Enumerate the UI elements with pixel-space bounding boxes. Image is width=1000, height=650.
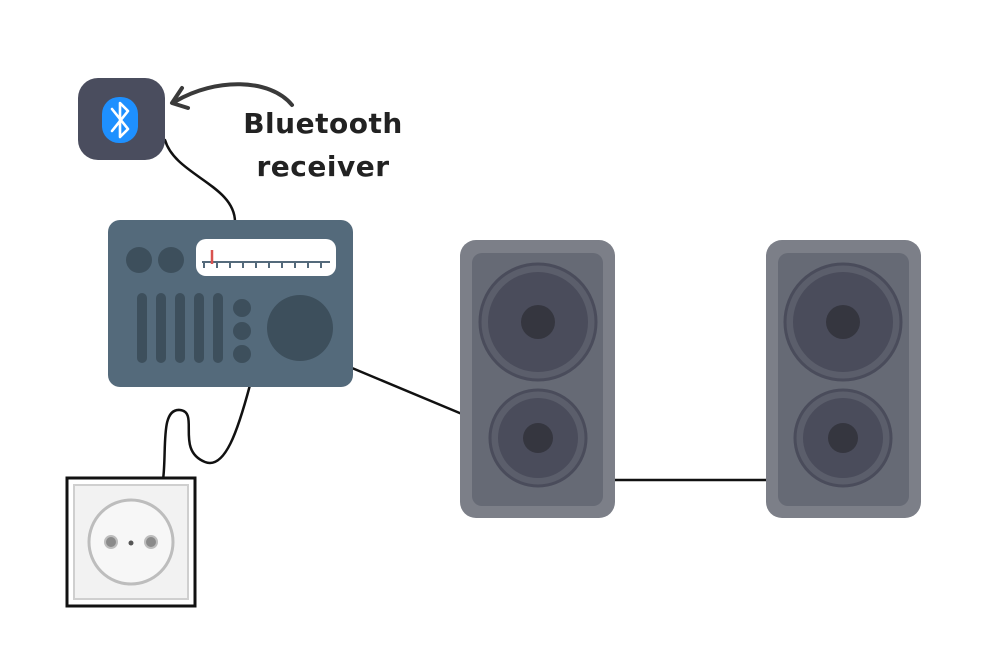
bluetooth-receiver-label: Bluetooth receiver <box>228 102 418 188</box>
label-line-1: Bluetooth <box>243 107 403 140</box>
speaker-right <box>766 240 921 518</box>
radio-speaker-cone <box>267 295 333 361</box>
cables <box>161 138 770 482</box>
radio-grille <box>137 293 223 363</box>
speaker-left <box>460 240 615 518</box>
cable-radio-to-speaker-left <box>350 366 464 416</box>
power-outlet <box>65 476 197 608</box>
radio-receiver <box>108 220 353 387</box>
radio-tuner-display <box>196 239 336 276</box>
outlet-hole-right <box>144 535 158 549</box>
bluetooth-icon <box>102 97 138 143</box>
annotation-arrow <box>170 82 294 110</box>
bluetooth-receiver <box>78 78 165 160</box>
cable-radio-to-outlet <box>161 383 252 482</box>
radio-buttons <box>233 299 251 363</box>
outlet-hole-left <box>104 535 118 549</box>
label-line-2: receiver <box>256 150 390 183</box>
radio-knob-left <box>126 247 152 273</box>
cable-bluetooth-to-radio <box>163 138 237 224</box>
radio-knob-right <box>158 247 184 273</box>
